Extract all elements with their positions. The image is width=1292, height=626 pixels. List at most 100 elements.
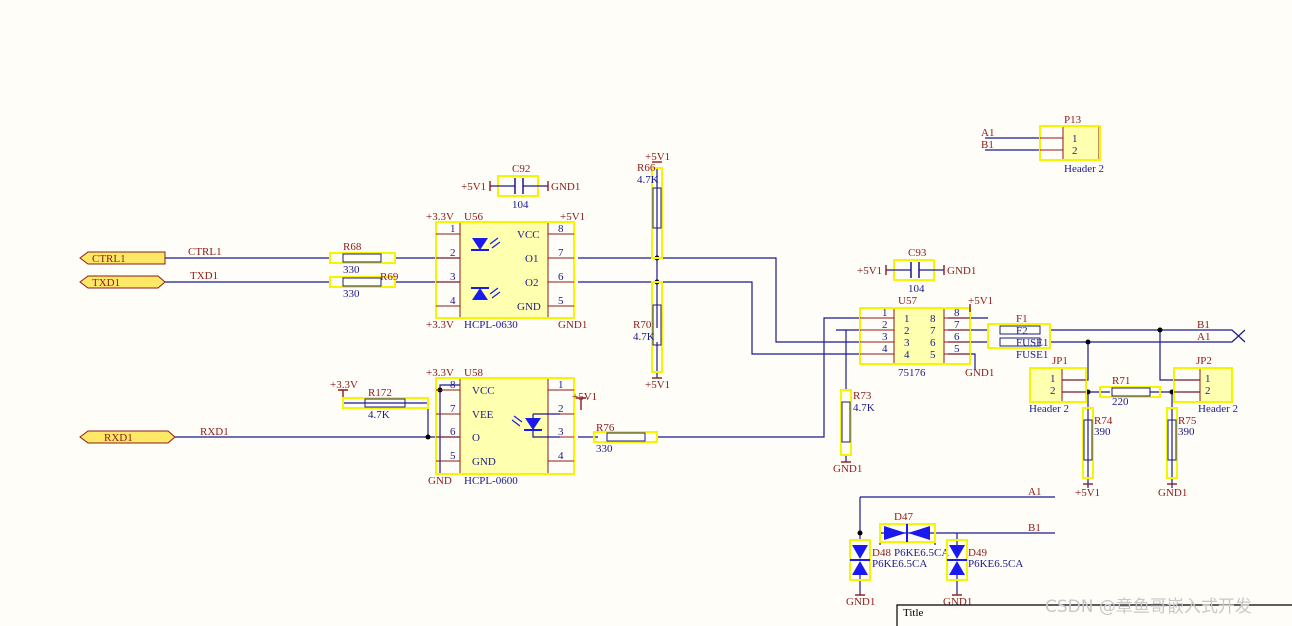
u58-label-vee: VEE: [472, 409, 494, 421]
u56-pin: 8: [558, 223, 564, 235]
net-label-a1-p13: A1: [981, 127, 994, 139]
wires: [165, 137, 1246, 595]
jp2-part: Header 2: [1198, 403, 1238, 415]
u58-power-label: +3.3V: [426, 367, 454, 379]
c93-ref: C93: [908, 247, 927, 259]
resistor-r75[interactable]: R75 390 GND1: [1158, 407, 1197, 499]
u56-label-vcc: VCC: [517, 229, 540, 241]
u57-pin: 1: [882, 307, 888, 319]
header-jp1[interactable]: 1 2 JP1 Header 2: [1029, 355, 1087, 415]
d47-value: P6KE6.5CA: [894, 547, 949, 559]
led-icon: [471, 237, 501, 251]
net-label-txd1: TXD1: [190, 270, 218, 282]
net-label-b1-p13: B1: [981, 139, 994, 151]
r68-value: 330: [343, 264, 360, 276]
fuse-f1[interactable]: F1 F2 FUSE1 FUSE1: [987, 313, 1051, 361]
jp2-pin: 1: [1205, 373, 1211, 385]
resistor-r73[interactable]: R73 4.7K GND1: [833, 389, 875, 475]
optocoupler-u58[interactable]: 8 7 6 5 1 2 3 4 VCC VEE O GND U58 HCPL-0…: [426, 367, 597, 487]
port-rxd1[interactable]: RXD1: [79, 430, 176, 444]
net-label-rxd1: RXD1: [200, 426, 229, 438]
r66-power-label: +5V1: [645, 151, 670, 163]
d47-ref: D47: [894, 511, 913, 523]
tvs-diode-d47[interactable]: D47 P6KE6.5CA: [879, 511, 949, 559]
r71-value: 220: [1112, 396, 1129, 408]
net-label-b1-tvs: B1: [1028, 522, 1041, 534]
u56-label-o2: O2: [525, 277, 538, 289]
capacitor-c93[interactable]: C93 104 +5V1 GND1: [857, 247, 976, 295]
f1-ref: F1: [1016, 313, 1028, 325]
u57-power-label: +5V1: [968, 295, 993, 307]
tvs-diode-d49[interactable]: D49 P6KE6.5CA GND1: [943, 539, 1023, 608]
c92-value: 104: [512, 199, 529, 211]
c92-power-label: +5V1: [461, 181, 486, 193]
c92-gnd-label: GND1: [551, 181, 580, 193]
resistor-r71[interactable]: R71 220: [1099, 375, 1161, 408]
p13-ref: P13: [1064, 114, 1082, 126]
c92-ref: C92: [512, 163, 530, 175]
r70-ref: R70: [633, 319, 652, 331]
resistor-r66[interactable]: +5V1 R66 4.7K: [637, 151, 670, 259]
u56-gnd-label: GND1: [558, 319, 587, 331]
r73-gnd-label: GND1: [833, 463, 862, 475]
r172-ref: R172: [368, 387, 392, 399]
p13-pin: 1: [1072, 133, 1078, 145]
u56-pin: 2: [450, 247, 456, 259]
header-jp2[interactable]: 1 2 JP2 Header 2: [1173, 355, 1238, 415]
header-p13[interactable]: 1 2 P13 Header 2: [1039, 114, 1104, 175]
c93-gnd-label: GND1: [947, 265, 976, 277]
jp1-pin: 1: [1050, 373, 1056, 385]
optocoupler-u56[interactable]: 1 2 3 4 8 7 6 5 VCC O1 O2 GND U56 HCPL-0…: [426, 211, 587, 331]
u57-pin: 6: [954, 331, 960, 343]
capacitor-c92[interactable]: C92 104 +5V1 GND1: [461, 163, 580, 211]
u58-power-label: +5V1: [572, 391, 597, 403]
net-label-a1-out: A1: [1197, 331, 1210, 343]
u57-pin: 4: [882, 343, 888, 355]
u56-pin: 1: [450, 223, 456, 235]
f1-pin-label: FUSE1: [1016, 337, 1048, 349]
transceiver-u57[interactable]: 1 2 3 4 1 2 3 4 8 7 6 5 8 7 6 5 U57 7517…: [859, 295, 994, 379]
port-ctrl1-label: CTRL1: [92, 253, 126, 265]
u58-label-vcc: VCC: [472, 385, 495, 397]
d48-gnd-label: GND1: [846, 596, 875, 608]
u56-power-label: +5V1: [560, 211, 585, 223]
port-rxd1-label: RXD1: [104, 432, 133, 444]
resistor-r172[interactable]: +3.3V R172 4.7K: [330, 379, 429, 421]
r74-ref: R74: [1094, 415, 1113, 427]
p13-pin: 2: [1072, 145, 1078, 157]
resistor-r74[interactable]: R74 390 +5V1: [1075, 407, 1113, 499]
title-block: Title: [896, 604, 1292, 626]
r70-value: 4.7K: [633, 331, 655, 343]
r69-ref: R69: [380, 271, 399, 283]
resistor-r69[interactable]: R69 330: [329, 271, 399, 300]
u56-label-o1: O1: [525, 253, 538, 265]
u56-pin: 7: [558, 247, 564, 259]
r172-power-label: +3.3V: [330, 379, 358, 391]
p13-part: Header 2: [1064, 163, 1104, 175]
u58-pin: 5: [450, 450, 456, 462]
f1-pin-label: F2: [1016, 325, 1028, 337]
tvs-diode-d48[interactable]: D48 P6KE6.5CA GND1: [846, 539, 927, 608]
f1-part: FUSE1: [1016, 349, 1048, 361]
resistor-r70[interactable]: R70 4.7K +5V1: [633, 281, 670, 391]
u57-pin-inner: 3: [904, 337, 910, 349]
r69-value: 330: [343, 288, 360, 300]
jp1-part: Header 2: [1029, 403, 1069, 415]
jp2-pin: 2: [1205, 385, 1211, 397]
resistor-r76[interactable]: R76 330: [593, 422, 658, 455]
net-label-b1-out: B1: [1197, 319, 1210, 331]
u56-pin: 4: [450, 295, 456, 307]
port-txd1[interactable]: TXD1: [79, 275, 166, 289]
port-ctrl1[interactable]: CTRL1: [79, 251, 166, 265]
r70-power-label: +5V1: [645, 379, 670, 391]
d49-value: P6KE6.5CA: [968, 558, 1023, 570]
resistor-r68[interactable]: R68 330: [329, 241, 396, 276]
r76-value: 330: [596, 443, 613, 455]
u58-gnd-label: GND: [428, 475, 452, 487]
u57-pin: 8: [954, 307, 960, 319]
u57-pin-inner: 6: [930, 337, 936, 349]
r66-ref: R66: [637, 162, 656, 174]
r68-ref: R68: [343, 241, 362, 253]
u57-pin: 7: [954, 319, 960, 331]
